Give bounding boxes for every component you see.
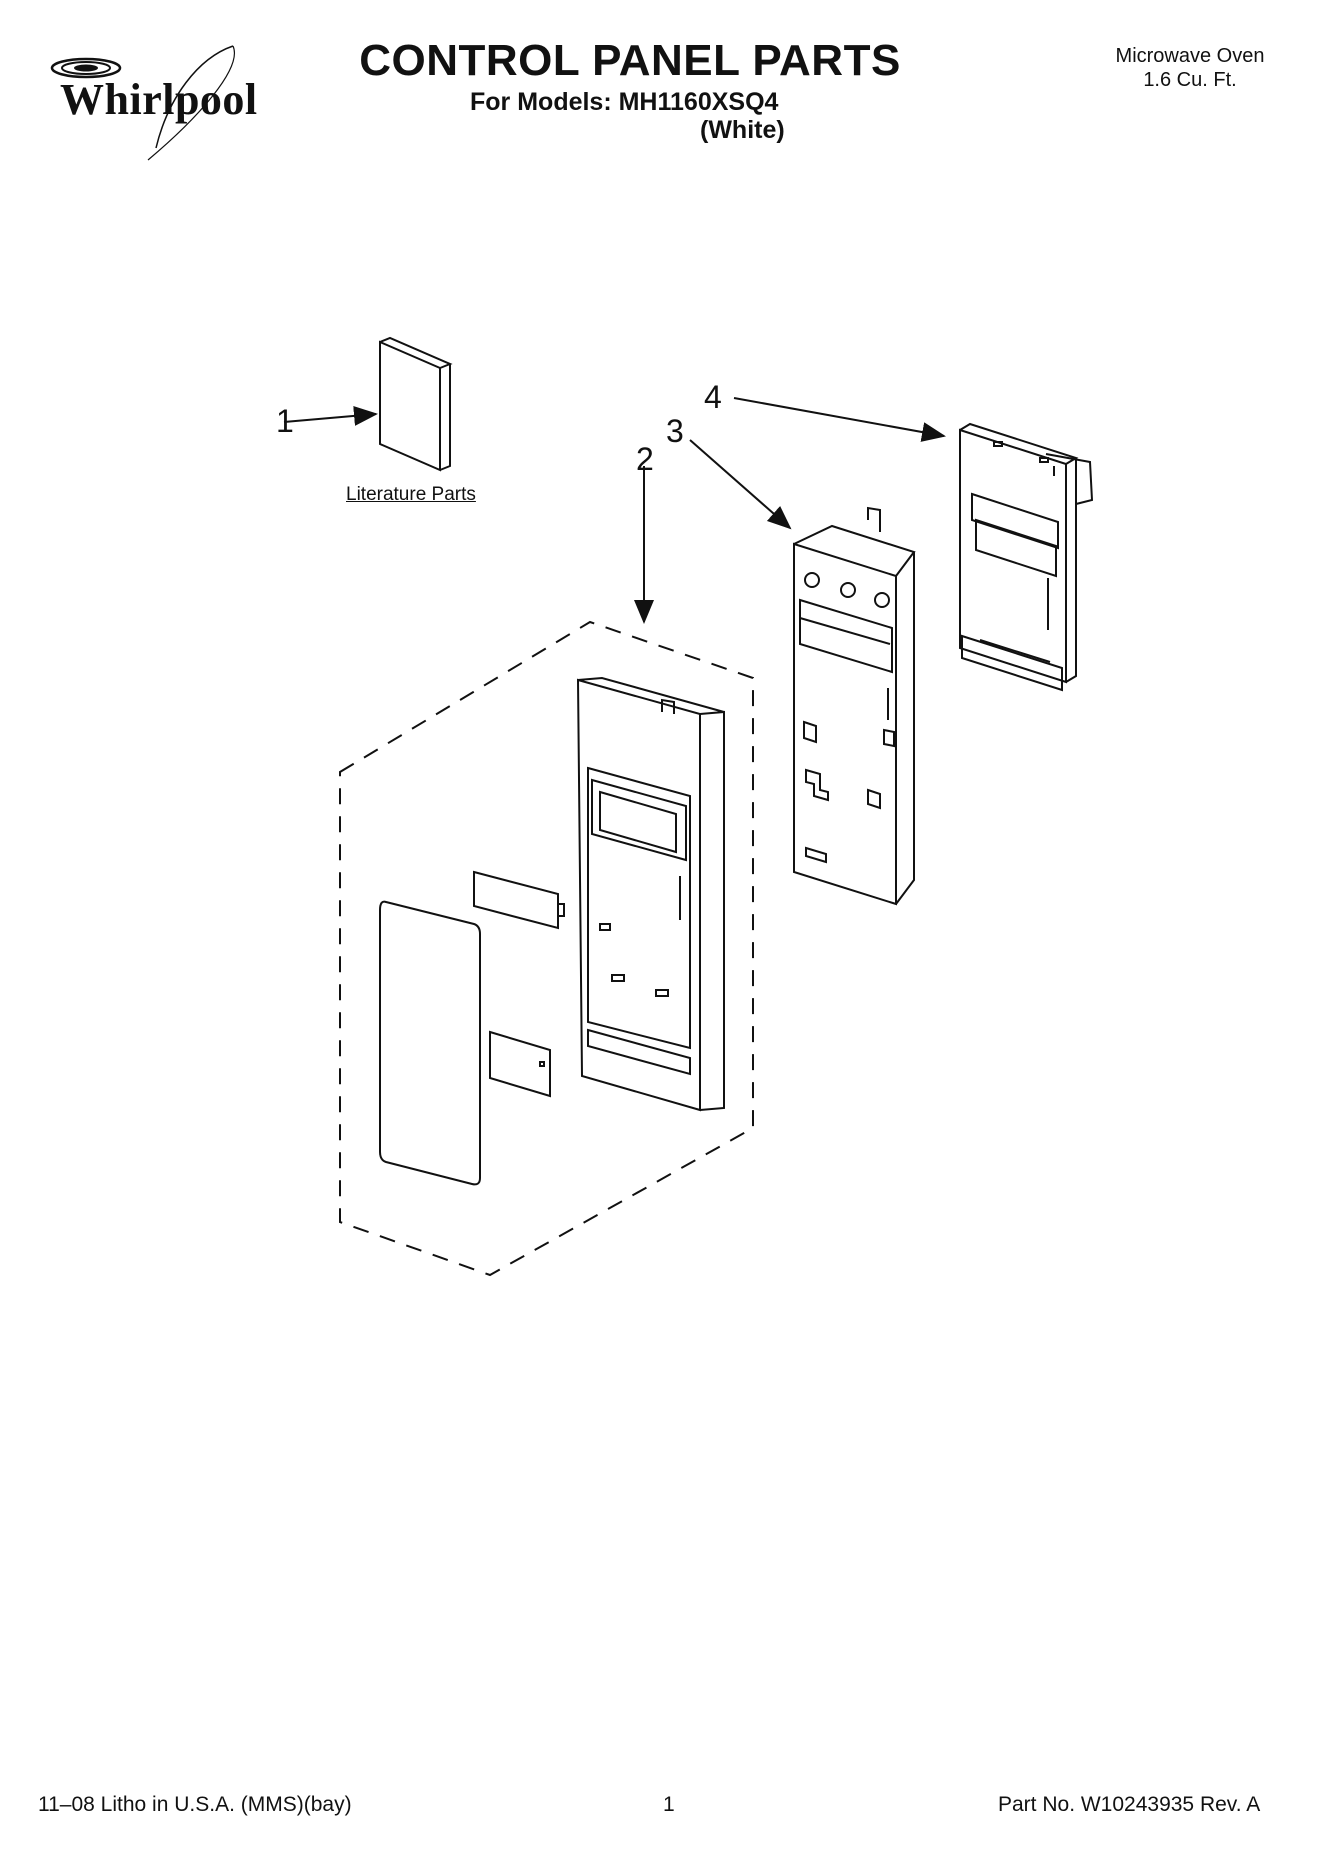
- brand-wordmark: Whirlpool: [60, 75, 258, 124]
- callout-4: 4: [704, 379, 722, 415]
- product-info: Microwave Oven 1.6 Cu. Ft.: [1080, 44, 1300, 92]
- whirlpool-logo: [50, 45, 235, 161]
- part-2-control-panel-assembly: [339, 466, 754, 1277]
- product-capacity: 1.6 Cu. Ft.: [1143, 69, 1237, 91]
- color-variant: (White): [700, 116, 785, 144]
- print-info: 11–08 Litho in U.S.A. (MMS)(bay): [38, 1793, 352, 1816]
- page-title: CONTROL PANEL PARTS: [359, 36, 901, 85]
- part-1-literature-booklet: [283, 336, 453, 472]
- part-4-control-board: [733, 397, 1094, 692]
- models-line: For Models: MH1160XSQ4: [470, 88, 779, 116]
- product-type: Microwave Oven: [1115, 45, 1265, 67]
- callout-1: 1: [276, 403, 294, 439]
- page-number: 1: [663, 1793, 675, 1816]
- leader-line-4: [733, 397, 946, 442]
- part-number: Part No. W10243935 Rev. A: [998, 1793, 1261, 1816]
- callout-3: 3: [666, 413, 684, 449]
- part-3-control-frame: [689, 439, 916, 906]
- callout-2: 2: [636, 441, 654, 477]
- literature-parts-label: Literature Parts: [346, 484, 476, 505]
- leader-line-1: [283, 405, 378, 426]
- leader-line-3: [689, 439, 792, 530]
